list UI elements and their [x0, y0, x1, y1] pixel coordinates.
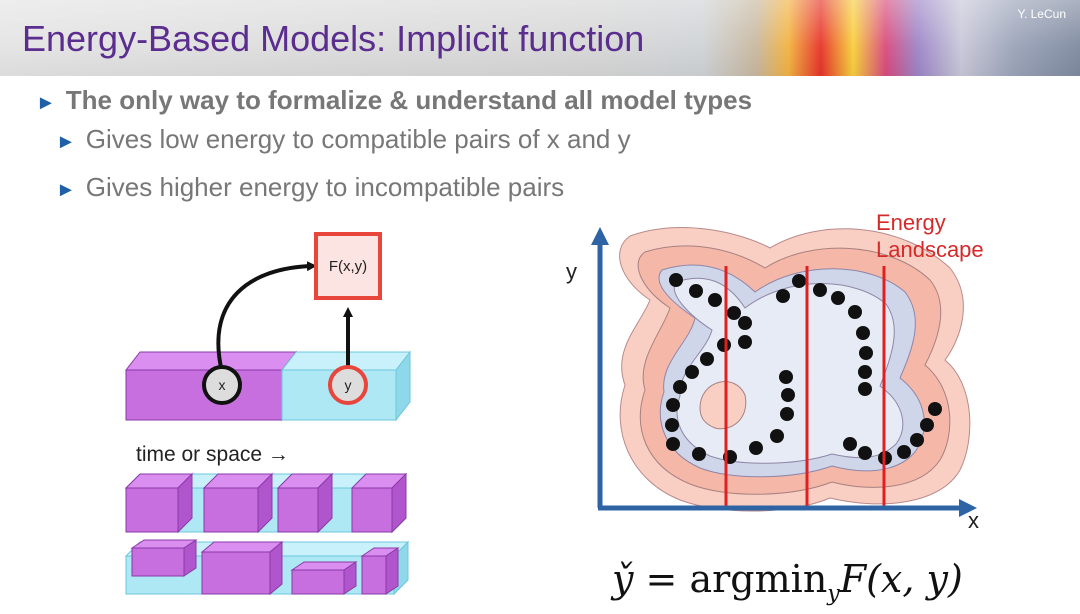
formula-op: argmin: [689, 557, 827, 601]
energy-contours: [620, 228, 970, 511]
formula-rhs: F(x, y): [840, 557, 963, 601]
x-axis-label: x: [968, 508, 979, 533]
energy-landscape-title-line2: Landscape: [876, 237, 984, 262]
argmin-formula: y̌ = argminyF(x, y): [612, 557, 963, 607]
formula-lhs: y̌ =: [612, 557, 677, 601]
energy-landscape-title-line1: Energy: [876, 210, 946, 235]
formula-sub: y: [827, 582, 839, 607]
y-axis-label: y: [566, 259, 577, 284]
